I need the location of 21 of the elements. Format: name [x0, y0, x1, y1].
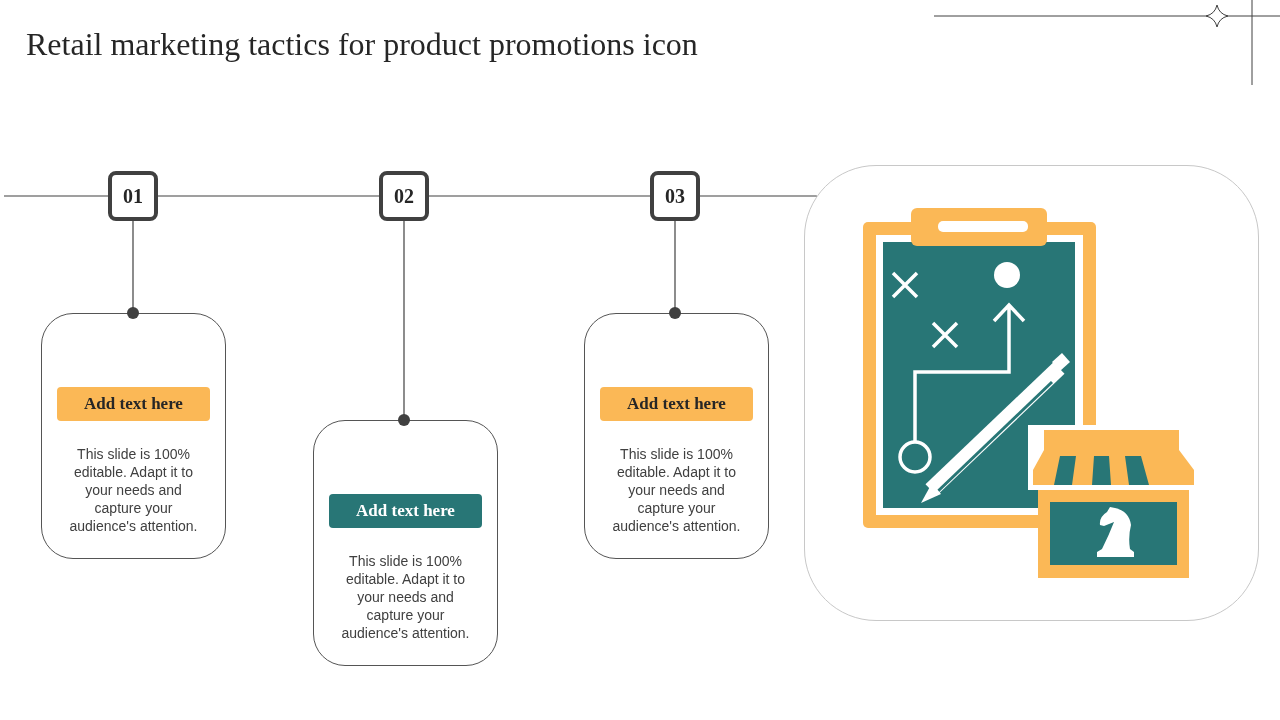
timeline-line — [157, 195, 380, 197]
text-card — [584, 313, 769, 559]
heading-tag: Add text here — [57, 387, 210, 421]
pin-connector — [127, 220, 139, 319]
step-number: 02 — [379, 171, 429, 221]
step-number: 03 — [650, 171, 700, 221]
icon-panel — [804, 165, 1259, 621]
body-text: This slide is 100% editable. Adapt it to your needs and capture your audience's attention. — [68, 445, 199, 535]
body-text: This slide is 100% editable. Adapt it to your needs and capture your audience's attention. — [611, 445, 742, 535]
heading-tag: Add text here — [329, 494, 482, 528]
pin-connector — [669, 220, 681, 319]
body-text: This slide is 100% editable. Adapt it to your needs and capture your audience's attention. — [340, 552, 471, 642]
pin-connector — [398, 220, 410, 426]
slide-title: Retail marketing tactics for product promotions icon — [26, 26, 698, 63]
timeline-line — [3, 195, 109, 197]
text-card — [41, 313, 226, 559]
timeline-line — [428, 195, 651, 197]
heading-tag: Add text here — [600, 387, 753, 421]
timeline-line — [699, 195, 818, 197]
step-number: 01 — [108, 171, 158, 221]
text-card — [313, 420, 498, 666]
